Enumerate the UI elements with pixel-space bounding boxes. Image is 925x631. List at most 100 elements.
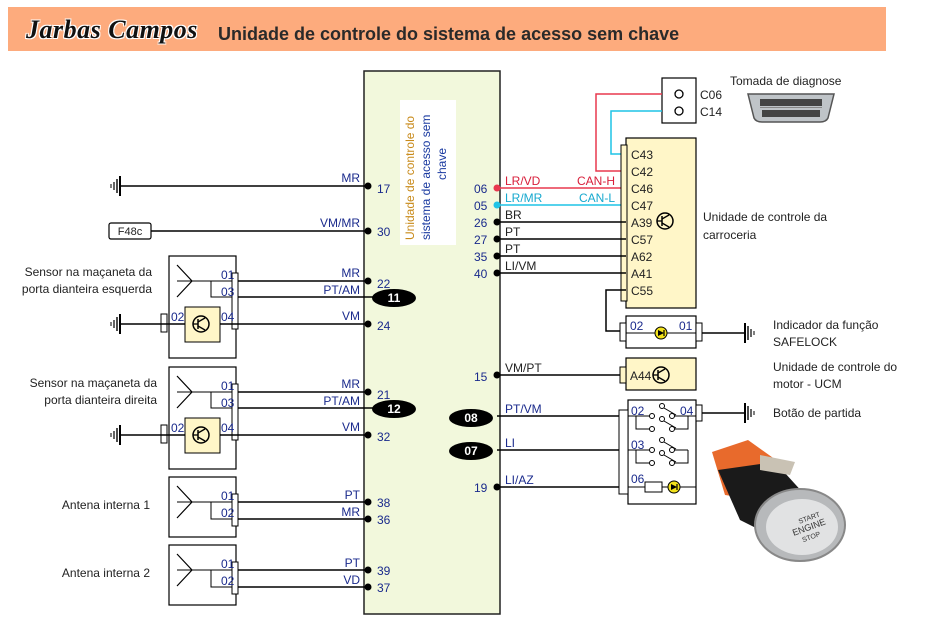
svg-text:MR: MR	[341, 377, 360, 391]
svg-text:sistema de acesso sem: sistema de acesso sem	[419, 115, 433, 240]
svg-text:Antena interna 1: Antena interna 1	[62, 498, 150, 512]
ground-icon	[110, 175, 121, 197]
svg-text:36: 36	[377, 513, 391, 527]
svg-text:A62: A62	[631, 250, 653, 264]
svg-text:03: 03	[631, 438, 645, 452]
svg-text:PT: PT	[345, 488, 361, 502]
start-button-photo: START ENGINE STOP	[712, 440, 846, 562]
svg-text:21: 21	[377, 388, 391, 402]
svg-text:17: 17	[377, 182, 391, 196]
svg-text:04: 04	[680, 404, 694, 418]
svg-text:PT/AM: PT/AM	[323, 283, 360, 297]
svg-text:06: 06	[474, 182, 488, 196]
antenna-interna-2: Antena interna 2 01 02 PT VD 39 37	[62, 544, 391, 606]
led-icon	[654, 326, 668, 340]
svg-text:MR: MR	[341, 505, 360, 519]
svg-text:39: 39	[377, 564, 391, 578]
svg-text:LR/MR: LR/MR	[505, 191, 543, 205]
svg-text:04: 04	[221, 421, 235, 435]
svg-text:19: 19	[474, 481, 488, 495]
svg-text:VD: VD	[343, 573, 360, 587]
svg-text:Sensor na maçaneta da: Sensor na maçaneta da	[25, 265, 153, 279]
svg-text:27: 27	[474, 233, 488, 247]
svg-text:24: 24	[377, 319, 391, 333]
title-banner: Jarbas Campos Unidade de controle do sis…	[8, 7, 886, 51]
svg-text:01: 01	[221, 489, 235, 503]
svg-text:C42: C42	[631, 165, 653, 179]
svg-text:03: 03	[221, 396, 235, 410]
start-button-switch: 02 04 03 06 Botão de partida 08 07 19 PT…	[449, 399, 861, 505]
svg-text:35: 35	[474, 250, 488, 264]
ecu-label: Unidade de controle do sistema de acesso…	[403, 115, 449, 240]
safelock-indicator: 02 01 Indicador da função SAFELOCK	[619, 315, 879, 349]
svg-text:PT/VM: PT/VM	[505, 402, 542, 416]
sensor-right-door: Sensor na maçaneta da porta dianteira di…	[30, 366, 416, 470]
svg-text:Antena interna 2: Antena interna 2	[62, 566, 150, 580]
ground-icon	[110, 424, 121, 446]
svg-text:37: 37	[377, 581, 391, 595]
svg-text:MR: MR	[341, 171, 360, 185]
svg-text:04: 04	[221, 310, 235, 324]
resistor-icon	[644, 481, 663, 493]
svg-text:C46: C46	[631, 182, 653, 196]
led-icon	[667, 480, 681, 494]
svg-text:Sensor na maçaneta da: Sensor na maçaneta da	[30, 376, 158, 390]
svg-text:07: 07	[464, 444, 478, 458]
right-wires-body: 26 27 35 40 BR PT PT LI/VM	[474, 208, 626, 332]
brand-logo: Jarbas Campos	[26, 15, 198, 44]
body-control-unit: C43 C42 C46 C47 A39 C57 A62 A41 C55 Unid…	[620, 137, 827, 309]
svg-text:C43: C43	[631, 148, 653, 162]
svg-text:38: 38	[377, 496, 391, 510]
keyless-ecu: Unidade de controle do sistema de acesso…	[363, 70, 501, 615]
svg-text:C14: C14	[700, 105, 722, 119]
wire-pin-30: F48c VM/MR 30	[108, 216, 391, 240]
svg-text:SAFELOCK: SAFELOCK	[773, 335, 837, 349]
svg-text:01: 01	[221, 379, 235, 393]
page-title: Unidade de controle do sistema de acesso…	[218, 24, 680, 44]
svg-text:CAN-L: CAN-L	[579, 191, 615, 205]
svg-text:02: 02	[221, 506, 235, 520]
svg-text:C55: C55	[631, 284, 653, 298]
svg-text:01: 01	[679, 319, 693, 333]
svg-text:BR: BR	[505, 208, 522, 222]
pin-badge	[449, 442, 493, 460]
svg-text:40: 40	[474, 267, 488, 281]
svg-text:LI: LI	[505, 436, 515, 450]
svg-text:26: 26	[474, 216, 488, 230]
svg-text:PT: PT	[345, 556, 361, 570]
svg-text:PT/AM: PT/AM	[323, 394, 360, 408]
svg-text:A39: A39	[631, 216, 653, 230]
svg-text:motor - UCM: motor - UCM	[773, 377, 842, 391]
svg-text:LR/VD: LR/VD	[505, 174, 541, 188]
engine-control-unit: A44 15 VM/PT Unidade de controle do moto…	[474, 357, 897, 391]
svg-text:porta dianteira esquerda: porta dianteira esquerda	[22, 282, 152, 296]
ground-icon	[110, 313, 121, 335]
svg-text:chave: chave	[435, 148, 449, 180]
svg-text:Unidade de controle da: Unidade de controle da	[703, 210, 827, 224]
svg-text:C47: C47	[631, 199, 653, 213]
pin-badge	[372, 289, 416, 307]
obd-connector-icon	[747, 93, 835, 123]
svg-text:MR: MR	[341, 266, 360, 280]
svg-text:05: 05	[474, 199, 488, 213]
svg-text:VM: VM	[342, 309, 360, 323]
svg-text:PT: PT	[505, 242, 521, 256]
diagnostic-socket: C06 C14 Tomada de diagnose	[661, 74, 842, 124]
svg-text:01: 01	[221, 268, 235, 282]
svg-text:Botão de partida: Botão de partida	[773, 406, 861, 420]
svg-text:Unidade de controle do: Unidade de controle do	[403, 116, 417, 240]
svg-text:03: 03	[221, 285, 235, 299]
svg-text:VM: VM	[342, 420, 360, 434]
svg-text:carroceria: carroceria	[703, 228, 757, 242]
svg-text:15: 15	[474, 370, 488, 384]
svg-text:A41: A41	[631, 267, 653, 281]
wire-pin-17: MR 17	[110, 171, 391, 197]
svg-text:02: 02	[171, 421, 185, 435]
svg-text:LI/VM: LI/VM	[505, 259, 536, 273]
svg-text:PT: PT	[505, 225, 521, 239]
pin-badge	[449, 409, 493, 427]
svg-text:C06: C06	[700, 88, 722, 102]
svg-text:02: 02	[631, 404, 645, 418]
antenna-interna-1: Antena interna 1 01 02 PT MR 38 36	[62, 476, 391, 538]
